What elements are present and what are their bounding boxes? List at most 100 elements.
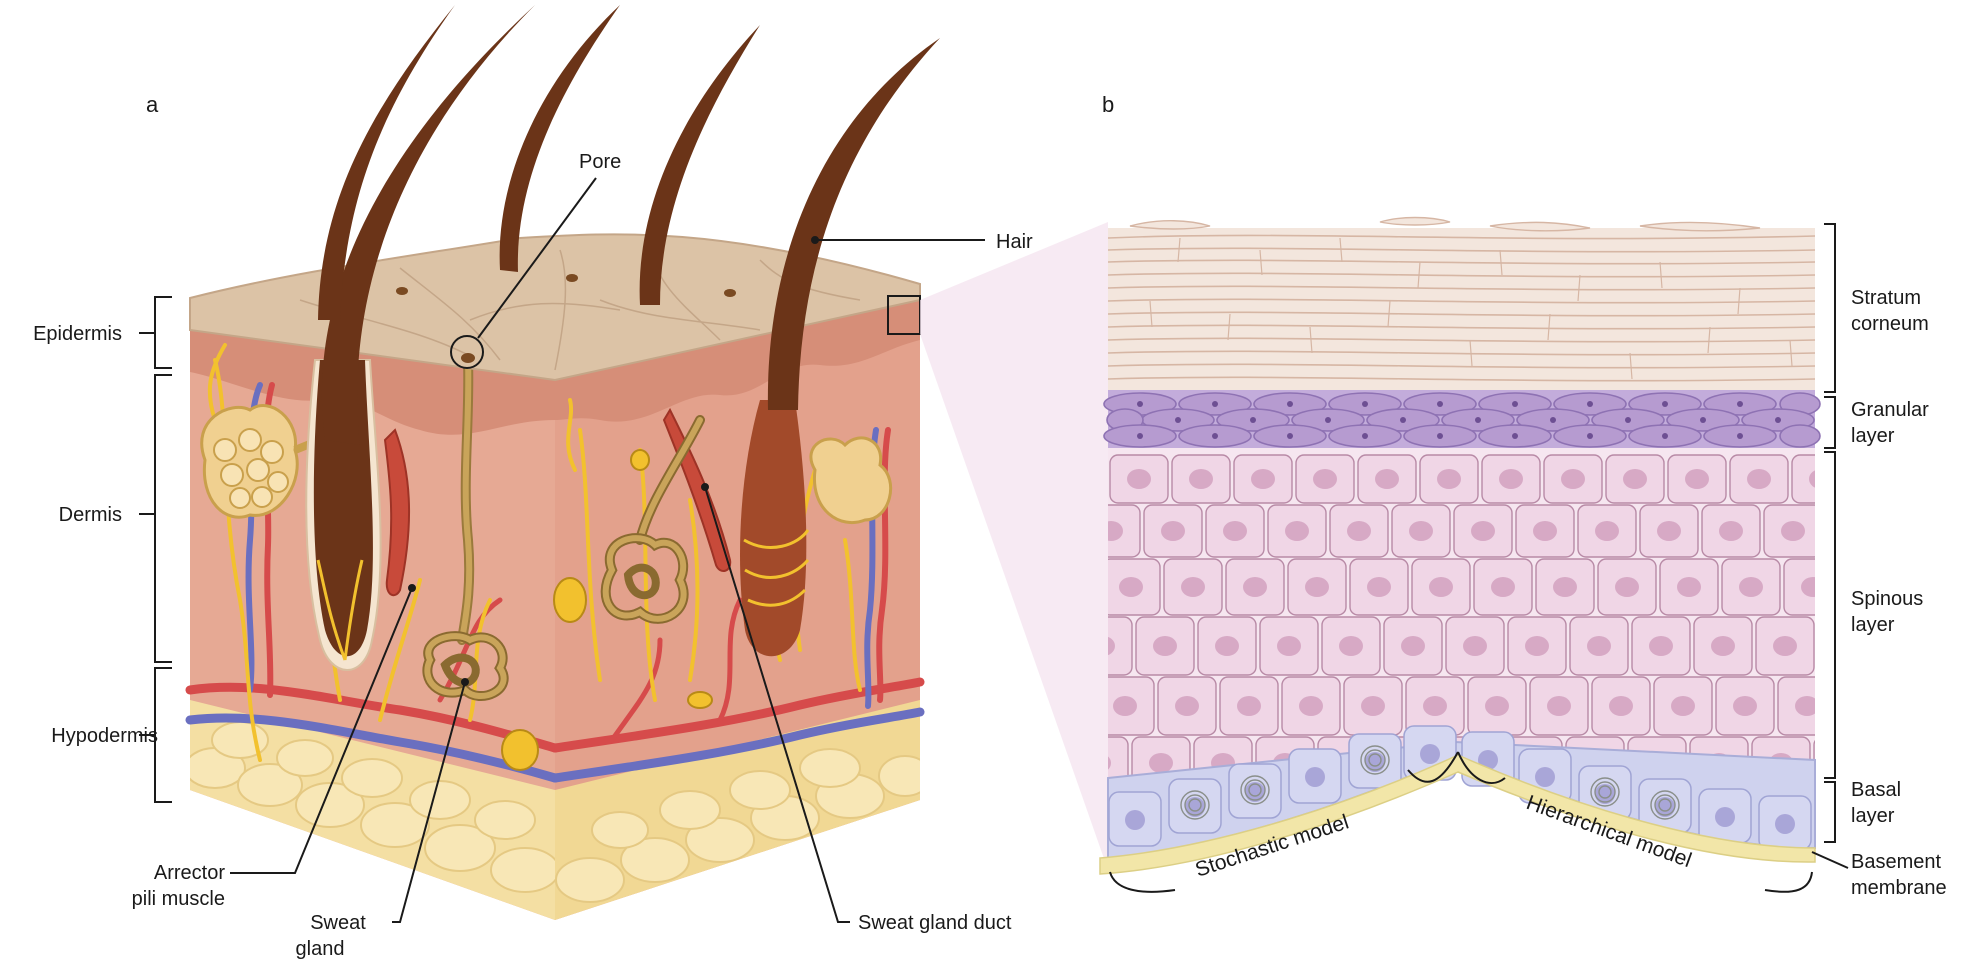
epidermis-band-right bbox=[555, 300, 920, 422]
cell-nucleus bbox=[1655, 797, 1675, 817]
label-spinous-line1: Spinous bbox=[1851, 588, 1923, 610]
cell-nucleus bbox=[1108, 521, 1123, 541]
label-basal-line1: Basal bbox=[1851, 779, 1901, 801]
stem-cell-spiral bbox=[1590, 777, 1620, 807]
panel-a: a bbox=[33, 5, 1033, 960]
cell-nucleus bbox=[1119, 577, 1143, 597]
stratum-corneum bbox=[1107, 216, 1816, 390]
cell-nucleus bbox=[1809, 469, 1815, 489]
label-pore: Pore bbox=[579, 151, 621, 173]
cell-nucleus bbox=[1113, 696, 1137, 716]
surface-pores bbox=[396, 274, 736, 363]
skin-surface-creases bbox=[299, 249, 861, 371]
zoom-wedge bbox=[920, 222, 1108, 870]
cell-nucleus bbox=[1587, 636, 1611, 656]
label-basement-line2: membrane bbox=[1851, 877, 1947, 899]
cell-nucleus bbox=[1285, 521, 1309, 541]
cell-nucleus bbox=[1375, 469, 1399, 489]
stem-cell-spiral bbox=[1180, 790, 1210, 820]
granular-layer bbox=[1103, 390, 1821, 448]
cell-nucleus bbox=[1423, 696, 1447, 716]
label-dermis: Dermis bbox=[59, 504, 122, 526]
cell-nucleus bbox=[1491, 577, 1515, 597]
cell-nucleus bbox=[1437, 469, 1461, 489]
cell-nucleus bbox=[1525, 636, 1549, 656]
model-brackets bbox=[1109, 751, 1813, 893]
sweat-gland-left bbox=[422, 355, 509, 702]
label-sweat-gland-line1: Sweat bbox=[310, 912, 366, 934]
sweat-gland-right bbox=[600, 415, 705, 624]
arrector-pili-muscle-left bbox=[383, 428, 411, 597]
spinous-cells bbox=[1108, 454, 1815, 778]
cell-nucleus bbox=[1719, 521, 1743, 541]
cell-nucleus bbox=[1561, 469, 1585, 489]
cell-nucleus bbox=[1677, 577, 1701, 597]
cell-nucleus bbox=[1251, 469, 1275, 489]
cell-nucleus bbox=[1149, 753, 1173, 773]
panel-b-letter: b bbox=[1102, 92, 1114, 117]
label-stratum-corneum-line2: corneum bbox=[1851, 313, 1929, 335]
cell-nucleus bbox=[1595, 784, 1615, 804]
cell-nucleus bbox=[1715, 807, 1735, 827]
hair-follicle-right bbox=[740, 400, 810, 657]
label-sweat-gland-line2: gland bbox=[296, 938, 345, 960]
stem-cells bbox=[1180, 745, 1680, 820]
cell-nucleus bbox=[1367, 577, 1391, 597]
cell-nucleus bbox=[1401, 636, 1425, 656]
cell-nucleus bbox=[1711, 636, 1735, 656]
cell-nucleus bbox=[1471, 521, 1495, 541]
stem-cell-spiral bbox=[1360, 745, 1390, 775]
label-basal-line2: layer bbox=[1851, 805, 1895, 827]
cell-nucleus bbox=[1685, 469, 1709, 489]
cell-nucleus bbox=[1420, 744, 1440, 764]
cell-nucleus bbox=[1243, 577, 1267, 597]
cell-nucleus bbox=[1299, 696, 1323, 716]
label-stratum-corneum-line1: Stratum bbox=[1851, 287, 1921, 309]
cell-nucleus bbox=[1671, 696, 1695, 716]
cell-nucleus bbox=[1365, 752, 1385, 772]
cell-nucleus bbox=[1215, 636, 1239, 656]
cell-nucleus bbox=[1533, 521, 1557, 541]
label-arrector-line1: Arrector bbox=[154, 862, 225, 884]
cell-nucleus bbox=[1615, 577, 1639, 597]
cell-nucleus bbox=[1189, 469, 1213, 489]
spinous-layer bbox=[1108, 448, 1815, 778]
cell-nucleus bbox=[1801, 577, 1815, 597]
label-hypodermis: Hypodermis bbox=[51, 725, 158, 747]
cell-nucleus bbox=[1223, 521, 1247, 541]
cell-nucleus bbox=[1125, 810, 1145, 830]
cell-nucleus bbox=[1108, 636, 1115, 656]
cell-nucleus bbox=[1773, 636, 1797, 656]
cell-nucleus bbox=[1245, 782, 1265, 802]
label-granular-line2: layer bbox=[1851, 425, 1895, 447]
cell-nucleus bbox=[1535, 767, 1555, 787]
cell-nucleus bbox=[1277, 636, 1301, 656]
label-granular-line1: Granular bbox=[1851, 399, 1929, 421]
cell-nucleus bbox=[1361, 696, 1385, 716]
cell-nucleus bbox=[1485, 696, 1509, 716]
cell-nucleus bbox=[1609, 696, 1633, 716]
cell-nucleus bbox=[1313, 469, 1337, 489]
panel-a-letter: a bbox=[146, 92, 159, 117]
cell-nucleus bbox=[1781, 521, 1805, 541]
cell-nucleus bbox=[1649, 636, 1673, 656]
layer-brackets-a bbox=[139, 296, 172, 803]
cell-nucleus bbox=[1153, 636, 1177, 656]
cell-nucleus bbox=[1463, 636, 1487, 656]
label-spinous-line2: layer bbox=[1851, 614, 1895, 636]
cell-nucleus bbox=[1733, 696, 1757, 716]
basement-membrane bbox=[1099, 754, 1816, 875]
cell-nucleus bbox=[1657, 521, 1681, 541]
cell-nucleus bbox=[1623, 469, 1647, 489]
cell-nucleus bbox=[1429, 577, 1453, 597]
cell-nucleus bbox=[1795, 696, 1815, 716]
hair-shafts bbox=[318, 5, 940, 445]
spinous-cell bbox=[1108, 736, 1129, 778]
cell-nucleus bbox=[1127, 469, 1151, 489]
cell-nucleus bbox=[1347, 521, 1371, 541]
label-sweat-gland-duct: Sweat gland duct bbox=[858, 912, 1012, 934]
panel-a-leader-lines bbox=[230, 177, 985, 923]
stem-cell-spiral bbox=[1650, 790, 1680, 820]
label-hair: Hair bbox=[996, 231, 1033, 253]
